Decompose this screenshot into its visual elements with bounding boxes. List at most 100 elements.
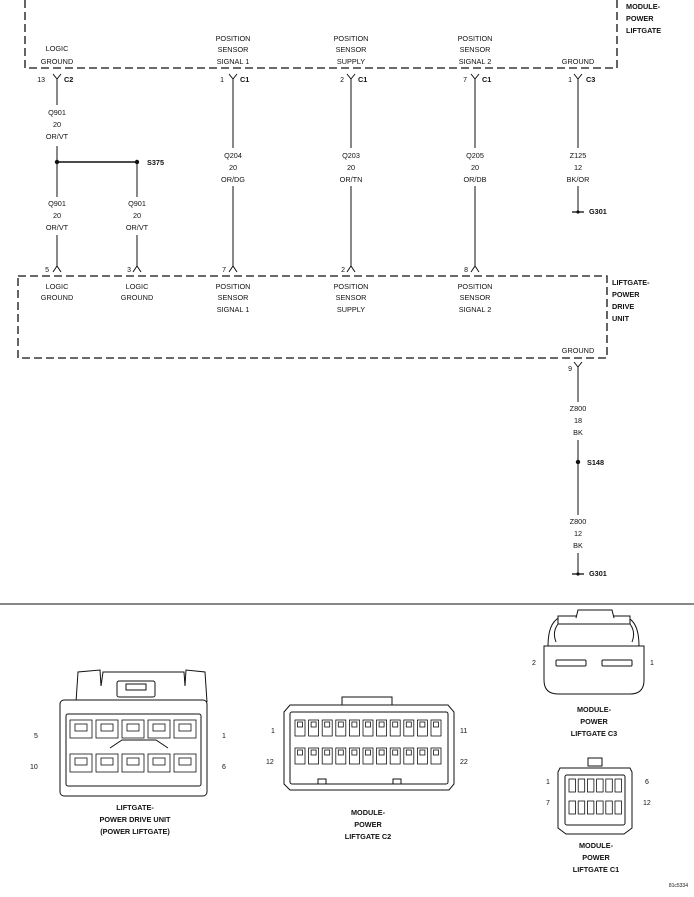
pdu-cavity-latch: [74, 723, 88, 732]
c1-cavity: [577, 778, 586, 793]
svg-text:OR/VT: OR/VT: [46, 223, 69, 232]
module-power-liftgate-box: [24, 0, 618, 69]
svg-text:POSITION: POSITION: [216, 34, 251, 43]
svg-text:13: 13: [37, 77, 45, 84]
connector-c1-cavities: [568, 778, 622, 815]
c1-pin-1: 1: [546, 779, 550, 786]
pdu-cavity-latch: [74, 757, 88, 766]
mpl-title-2: POWER: [626, 14, 654, 23]
svg-text:OR/TN: OR/TN: [340, 175, 363, 184]
ground-g301-a: G301: [572, 207, 607, 216]
figure-code: 81c5334: [669, 883, 688, 889]
c2-cavity: [348, 719, 360, 737]
pdu-pin-logic-ground-3: 3 LOGIC GROUND: [121, 267, 153, 302]
c2-cavity: [376, 719, 388, 737]
c2-cavity-latch: [310, 749, 317, 756]
wire-label-q901-top: Q901 20 OR/VT: [46, 108, 69, 141]
c2-cavity: [308, 719, 320, 737]
pdu-pin-symbols: [52, 265, 583, 370]
svg-text:Z800: Z800: [570, 404, 587, 413]
svg-text:Q205: Q205: [466, 151, 484, 160]
c1-cavity: [587, 800, 595, 815]
c2-cavity-latch: [392, 749, 399, 756]
svg-text:Q204: Q204: [224, 151, 242, 160]
c2-cavity-latch: [324, 749, 331, 756]
svg-text:2: 2: [341, 267, 345, 274]
svg-text:20: 20: [53, 120, 61, 129]
svg-text:POWER: POWER: [580, 717, 608, 726]
c2-cavity: [403, 747, 415, 765]
svg-text:SENSOR: SENSOR: [336, 45, 367, 54]
svg-text:Q901: Q901: [128, 199, 146, 208]
pdu-cavity-latch: [152, 757, 166, 766]
c2-cavity-latch: [378, 721, 385, 728]
svg-text:C1: C1: [240, 75, 249, 84]
pdu-title-2: POWER: [612, 290, 640, 299]
c2-cavity-latch: [419, 749, 426, 756]
pdu-pin-5: 5: [34, 733, 38, 740]
svg-text:7: 7: [463, 77, 467, 84]
c1-cavity: [568, 800, 576, 815]
c2-cavity: [308, 747, 320, 765]
splice-dot-s375-right: [134, 159, 140, 165]
c2-cavity-latch: [351, 749, 358, 756]
c2-cavity: [376, 747, 388, 765]
svg-text:POSITION: POSITION: [458, 34, 493, 43]
svg-text:G301: G301: [589, 207, 607, 216]
connector-c2-caption: MODULE- POWER LIFTGATE C2: [345, 808, 391, 841]
pdu-pin-logic-ground-5: 5 LOGIC GROUND: [41, 267, 73, 302]
wire-label-q901-right: Q901 20 OR/VT: [126, 199, 149, 232]
wire-label-q901-left: Q901 20 OR/VT: [46, 199, 69, 232]
c2-cavity-latch: [378, 749, 385, 756]
svg-text:20: 20: [347, 163, 355, 172]
c2-pin-1: 1: [271, 728, 275, 735]
c2-cavity: [294, 747, 306, 765]
mpl-pin-symbols: [52, 73, 583, 86]
connector-c1-drawing: [557, 757, 633, 835]
c2-cavity-latch: [419, 721, 426, 728]
pdu-cavity-latch: [178, 757, 192, 766]
svg-text:MODULE-: MODULE-: [579, 841, 614, 850]
wire-label-z800-top: Z800 18 BK: [570, 404, 587, 437]
c1-pin-7: 7: [546, 800, 550, 807]
svg-text:Q203: Q203: [342, 151, 360, 160]
mpl-pin-logic-ground: LOGIC GROUND 13 C2: [37, 44, 73, 84]
c2-pin-11: 11: [460, 728, 467, 735]
svg-text:9: 9: [568, 366, 572, 373]
svg-text:OR/VT: OR/VT: [126, 223, 149, 232]
c2-cavity: [430, 747, 442, 765]
pdu-cavity-latch: [100, 757, 114, 766]
svg-text:5: 5: [45, 267, 49, 274]
c2-cavity-latch: [365, 749, 371, 756]
svg-text:8: 8: [464, 267, 468, 274]
svg-text:SENSOR: SENSOR: [218, 45, 249, 54]
c2-cavity: [430, 719, 442, 737]
pdu-title-4: UNIT: [612, 314, 630, 323]
pdu-pin-position-signal-2: 8 POSITION SENSOR SIGNAL 2: [458, 267, 493, 314]
svg-text:GROUND: GROUND: [121, 293, 153, 302]
mpl-pin-position-signal-2: POSITION SENSOR SIGNAL 2 7 C1: [458, 34, 493, 84]
c1-cavity: [587, 778, 595, 793]
connector-c2-cavities: [294, 719, 442, 765]
svg-text:LOGIC: LOGIC: [46, 44, 69, 53]
svg-text:C2: C2: [64, 75, 73, 84]
mpl-title-1: MODULE-: [626, 2, 661, 11]
svg-text:G301: G301: [589, 569, 607, 578]
svg-text:GROUND: GROUND: [562, 346, 594, 355]
splice-dot-s375-left: [54, 159, 60, 165]
power-drive-unit-box: [17, 275, 608, 359]
svg-text:20: 20: [133, 211, 141, 220]
svg-text:3: 3: [127, 267, 131, 274]
pdu-pin-position-signal-1: 7 POSITION SENSOR SIGNAL 1: [216, 267, 251, 314]
svg-text:2: 2: [340, 77, 344, 84]
wire-label-q203: Q203 20 OR/TN: [340, 151, 363, 184]
c1-cavity: [596, 778, 604, 793]
c2-cavity: [321, 747, 333, 765]
wire-label-q205: Q205 20 OR/DB: [463, 151, 486, 184]
svg-text:20: 20: [53, 211, 61, 220]
c2-cavity-latch: [310, 721, 317, 728]
c2-pin-12: 12: [266, 759, 274, 766]
c2-cavity-latch: [337, 749, 344, 756]
c2-cavity: [335, 747, 347, 765]
c1-cavity: [614, 800, 622, 815]
